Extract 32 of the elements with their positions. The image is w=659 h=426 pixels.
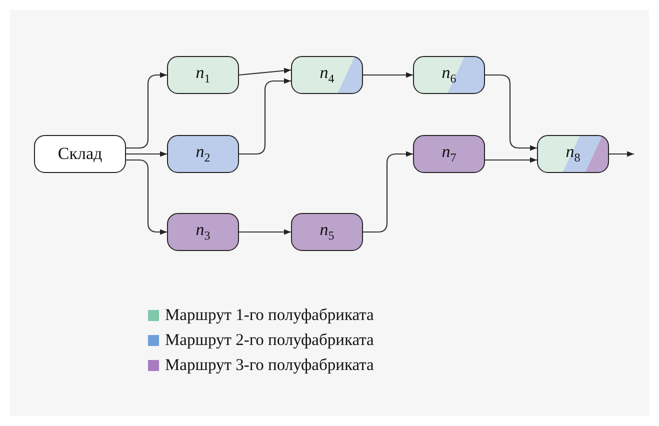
arrow bbox=[239, 78, 291, 155]
arrow bbox=[239, 229, 291, 235]
process-box bbox=[537, 135, 609, 173]
arrow bbox=[485, 157, 537, 163]
arrow bbox=[363, 151, 413, 233]
node-label: Склад bbox=[58, 144, 102, 164]
node-label: n$_{6}$ bbox=[442, 63, 456, 87]
process-box bbox=[34, 135, 126, 173]
arrow bbox=[126, 159, 167, 235]
node-label: n$_{4}$ bbox=[320, 63, 334, 87]
process-box bbox=[167, 135, 239, 173]
process-box bbox=[413, 56, 485, 94]
node-label: n$_{8}$ bbox=[566, 142, 580, 166]
node-label: n$_{5}$ bbox=[320, 220, 334, 244]
arrow bbox=[363, 72, 413, 78]
legend-label: Маршрут 2-го полуфабриката bbox=[165, 330, 374, 350]
legend-label: Маршрут 3-го полуфабриката bbox=[165, 355, 374, 375]
node-label: n$_{7}$ bbox=[442, 142, 456, 166]
process-box bbox=[167, 56, 239, 94]
node-label: n$_{1}$ bbox=[196, 63, 210, 87]
node-label: n$_{3}$ bbox=[196, 220, 210, 244]
node-label: n$_{2}$ bbox=[196, 142, 210, 166]
arrow bbox=[126, 151, 167, 157]
process-box bbox=[291, 213, 363, 251]
arrow bbox=[238, 68, 292, 76]
arrow bbox=[609, 151, 634, 157]
legend-label: Маршрут 1-го полуфабриката bbox=[165, 305, 374, 325]
arrow bbox=[126, 72, 167, 149]
arrow bbox=[485, 74, 537, 151]
process-box bbox=[291, 56, 363, 94]
process-box bbox=[167, 213, 239, 251]
process-box bbox=[413, 135, 485, 173]
